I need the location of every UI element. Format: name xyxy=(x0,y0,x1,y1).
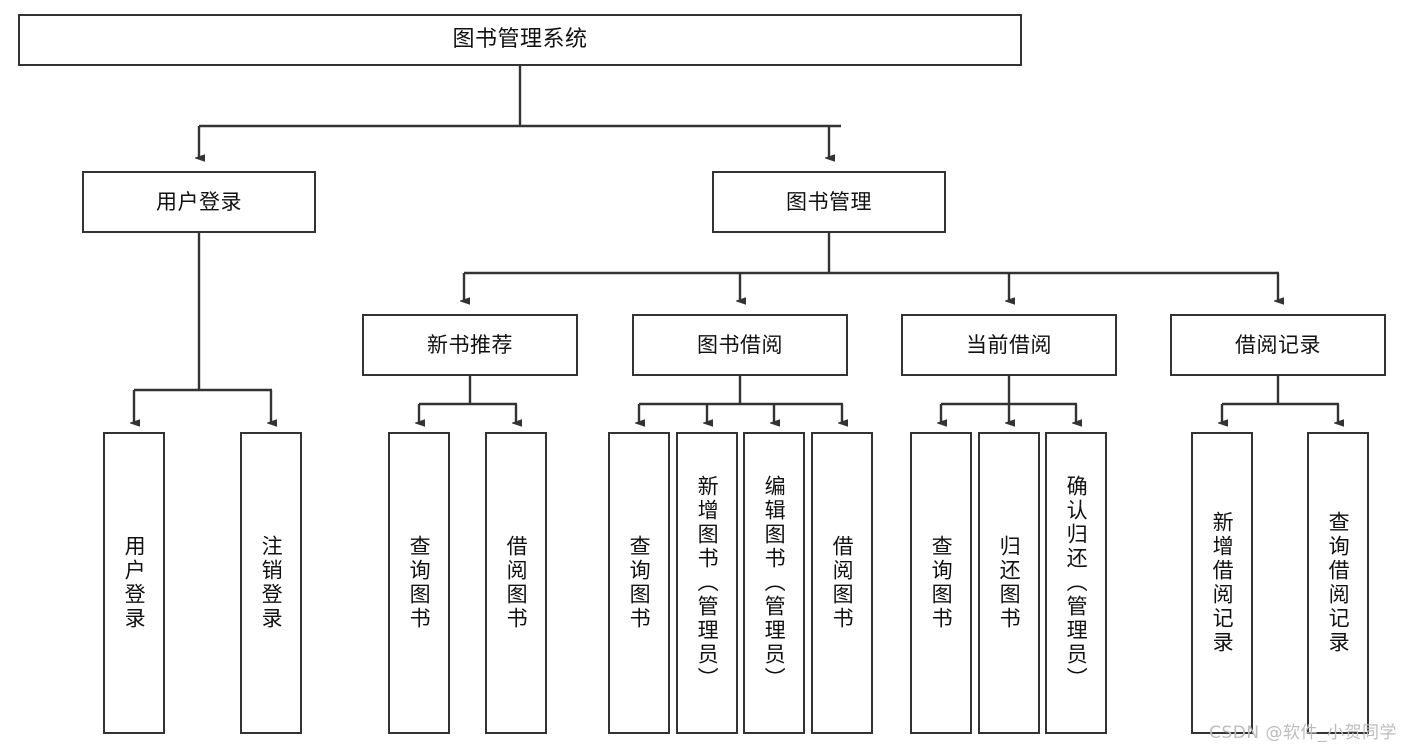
node-label: 图书管理系统 xyxy=(452,27,588,53)
node-borrow-record[interactable]: 借阅记录 xyxy=(1170,314,1386,376)
watermark-text: CSDN @软件_小贺同学 xyxy=(1209,723,1397,743)
node-label: 借阅图书 xyxy=(830,535,855,631)
node-book-borrow[interactable]: 图书借阅 xyxy=(632,314,848,376)
node-label: 确认归还（管理员） xyxy=(1064,475,1089,691)
node-label: 图书借阅 xyxy=(697,332,783,357)
node-label: 查询借阅记录 xyxy=(1326,511,1351,655)
leaf-query-book-2[interactable]: 查询图书 xyxy=(608,432,670,734)
node-label: 查询图书 xyxy=(929,535,954,631)
leaf-user-login[interactable]: 用户登录 xyxy=(103,432,165,734)
leaf-add-record[interactable]: 新增借阅记录 xyxy=(1191,432,1253,734)
node-book-manage[interactable]: 图书管理 xyxy=(712,171,946,233)
node-root-system[interactable]: 图书管理系统 xyxy=(18,14,1022,66)
leaf-add-book[interactable]: 新增图书（管理员） xyxy=(676,432,738,734)
node-label: 归还图书 xyxy=(997,535,1022,631)
node-label: 编辑图书（管理员） xyxy=(762,475,787,691)
leaf-borrow-book-2[interactable]: 借阅图书 xyxy=(811,432,873,734)
node-label: 查询图书 xyxy=(627,535,652,631)
leaf-query-record[interactable]: 查询借阅记录 xyxy=(1307,432,1369,734)
leaf-edit-book[interactable]: 编辑图书（管理员） xyxy=(743,432,805,734)
node-label: 注销登录 xyxy=(259,535,284,631)
leaf-query-book-1[interactable]: 查询图书 xyxy=(388,432,450,734)
node-label: 新增图书（管理员） xyxy=(695,475,720,691)
node-label: 借阅图书 xyxy=(504,535,529,631)
node-label: 用户登录 xyxy=(122,535,147,631)
node-new-book-recommend[interactable]: 新书推荐 xyxy=(362,314,578,376)
leaf-confirm-return[interactable]: 确认归还（管理员） xyxy=(1045,432,1107,734)
node-label: 当前借阅 xyxy=(966,332,1052,357)
node-current-borrow[interactable]: 当前借阅 xyxy=(901,314,1117,376)
node-user-login[interactable]: 用户登录 xyxy=(82,171,316,233)
leaf-return-book[interactable]: 归还图书 xyxy=(978,432,1040,734)
node-label: 新增借阅记录 xyxy=(1210,511,1235,655)
node-label: 用户登录 xyxy=(156,189,242,214)
leaf-user-logout[interactable]: 注销登录 xyxy=(240,432,302,734)
node-label: 查询图书 xyxy=(407,535,432,631)
node-label: 借阅记录 xyxy=(1235,332,1321,357)
node-label: 新书推荐 xyxy=(427,332,513,357)
leaf-borrow-book-1[interactable]: 借阅图书 xyxy=(485,432,547,734)
node-label: 图书管理 xyxy=(786,189,872,214)
leaf-query-book-3[interactable]: 查询图书 xyxy=(910,432,972,734)
